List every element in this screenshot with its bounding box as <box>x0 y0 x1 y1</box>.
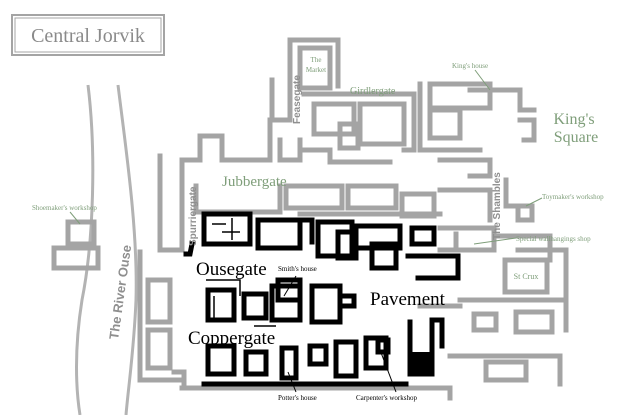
place-carpenters-workshop: Carpenter's workshop <box>356 394 417 402</box>
street-pavement: Pavement <box>370 289 446 310</box>
place-market-line2: Market <box>306 66 326 74</box>
title-box: Central Jorvik <box>11 14 165 56</box>
place-smiths-house: Smith's house <box>278 265 317 273</box>
street-kings-square-line1: King's <box>553 111 594 128</box>
street-labels: Feasegate Girdlergate Jubbergate Spurrie… <box>188 75 598 349</box>
street-ousegate: Ousegate <box>196 259 267 280</box>
place-shoemakers-workshop: Shoemaker's workshop <box>32 204 97 212</box>
street-girdlergate: Girdlergate <box>350 86 396 97</box>
highlighted-buildings <box>183 211 461 387</box>
place-potters-house: Potter's house <box>278 394 317 402</box>
place-labels: The Market King's house Shoemaker's work… <box>32 56 604 402</box>
place-special-wallhangings-shop: Special wallhangings shop <box>516 235 591 243</box>
street-the-shambles: The Shambles <box>492 172 503 240</box>
river-label: The River Ouse <box>106 244 134 341</box>
street-spurriergate: Spurriergate <box>188 186 199 246</box>
street-kings-square-line2: Square <box>554 129 598 146</box>
street-jubbergate: Jubbergate <box>222 174 287 190</box>
place-toymakers-workshop: Toymaker's workshop <box>542 193 604 201</box>
place-st-crux: St Crux <box>514 272 539 281</box>
gray-buildings <box>51 37 569 401</box>
street-coppergate: Coppergate <box>188 328 275 349</box>
place-market-line1: The <box>311 56 322 64</box>
place-kings-house: King's house <box>452 62 488 70</box>
street-feasegate: Feasegate <box>292 75 303 124</box>
map-title: Central Jorvik <box>31 25 145 47</box>
